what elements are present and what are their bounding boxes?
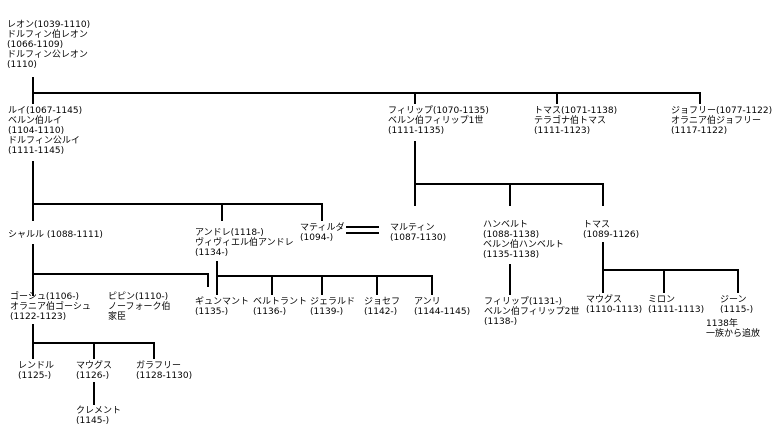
- title: ドルフィン公ルイ: [8, 136, 80, 146]
- dates: (1111-1113): [648, 305, 705, 315]
- note: 一族から追放: [706, 329, 761, 339]
- name: マウグス: [76, 361, 113, 371]
- name: フィリップ(1070-1135): [388, 106, 489, 116]
- title: ドルフィン伯レオン: [7, 30, 88, 40]
- dates: (1144-1145): [414, 307, 471, 317]
- name: ハンベルト: [483, 220, 529, 230]
- title: オラニア伯ゴーシュ: [10, 302, 91, 312]
- dates: (1138-): [484, 317, 518, 327]
- dates: (1139-): [310, 307, 344, 317]
- title: オラニア伯ジョフリー: [671, 116, 762, 126]
- name: ジョセフ: [364, 297, 401, 307]
- name: シャルル (1088-1111): [8, 230, 103, 240]
- name: マルティン: [390, 223, 435, 233]
- title: ベルン伯ハンベルト: [483, 240, 564, 250]
- dates: (1142-): [364, 307, 398, 317]
- dates: (1088-1138): [483, 230, 540, 240]
- person-martin: マルティン (1087-1130): [390, 223, 446, 243]
- dates: (1126-): [76, 371, 110, 381]
- name: トマス: [583, 220, 611, 230]
- name: アンドレ(1118-): [195, 228, 264, 238]
- person-guillaume: ギュンマント (1135-): [195, 297, 249, 317]
- dates: (1110-1113): [586, 305, 643, 315]
- name: ミロン: [648, 295, 676, 305]
- dates: (1115-): [720, 305, 754, 315]
- name: レオン(1039-1110): [7, 20, 91, 30]
- dates: (1094-): [300, 233, 334, 243]
- name: マティルダ: [300, 223, 345, 233]
- person-humbert: ハンベルト (1088-1138) ベルン伯ハンベルト (1135-1138): [483, 220, 564, 260]
- person-thomas: トマス (1089-1126): [583, 220, 639, 240]
- name: クレメント: [76, 406, 122, 416]
- person-geoffrey: ジョフリー(1077-1122) オラニア伯ジョフリー (1117-1122): [671, 106, 772, 136]
- person-louis: ルイ(1067-1145) ベルン伯ルイ (1104-1110) ドルフィン公ル…: [8, 106, 82, 156]
- name: ゴーシュ(1106-): [10, 292, 79, 302]
- dates: (1111-1145): [8, 146, 65, 156]
- person-pepin: ピピン(1110-) ノーフォーク伯 家臣: [108, 292, 170, 322]
- person-charles: シャルル (1088-1111): [8, 230, 103, 240]
- person-philippe: フィリップ(1070-1135) ベルン伯フィリップ1世 (1111-1135): [388, 106, 489, 136]
- name: ルイ(1067-1145): [8, 106, 83, 116]
- dates: (1111-1123): [534, 126, 591, 136]
- person-mauges: マウグス (1126-): [76, 361, 112, 381]
- title: ドルフィン公レオン: [7, 50, 88, 60]
- title: ヴィヴィエル伯アンドレ: [195, 238, 294, 248]
- person-galafre: ガラフリー (1128-1130): [136, 361, 192, 381]
- dates: (1136-): [253, 307, 287, 317]
- dates: (1087-1130): [390, 233, 447, 243]
- title: ベルン伯ルイ: [8, 116, 62, 126]
- dates: (1125-): [18, 371, 52, 381]
- title: ベルン伯フィリップ1世: [388, 116, 484, 126]
- name: ジェラルド: [310, 297, 356, 307]
- person-henri: アンリ (1144-1145): [414, 297, 470, 317]
- dates: (1128-1130): [136, 371, 193, 381]
- dates: (1110): [7, 60, 37, 70]
- person-joseph: ジョセフ (1142-): [364, 297, 400, 317]
- name: アンリ: [414, 297, 441, 307]
- name: ピピン(1110-): [108, 292, 169, 302]
- title: ノーフォーク伯: [108, 302, 171, 312]
- person-mauges-son-of-thomas: マウグス (1110-1113): [586, 295, 642, 315]
- name: ジョフリー(1077-1122): [671, 106, 772, 116]
- dates: (1089-1126): [583, 230, 640, 240]
- dates: (1135-1138): [483, 250, 540, 260]
- person-thomas-terragona: トマス(1071-1138) テラゴナ伯トマス (1111-1123): [534, 106, 617, 136]
- dates: (1134-): [195, 248, 229, 258]
- person-leon: レオン(1039-1110) ドルフィン伯レオン (1066-1109) ドルフ…: [7, 20, 90, 70]
- name: トマス(1071-1138): [534, 106, 618, 116]
- name: フィリップ(1131-): [484, 297, 562, 307]
- title: 家臣: [108, 312, 127, 322]
- name: ギュンマント: [195, 297, 250, 307]
- note: 1138年: [706, 319, 738, 329]
- title: ベルン伯フィリップ2世: [484, 307, 580, 317]
- person-matilda: マティルダ (1094-): [300, 223, 344, 243]
- person-raynald: レンドル (1125-): [18, 361, 54, 381]
- person-philippe-ii: フィリップ(1131-) ベルン伯フィリップ2世 (1138-): [484, 297, 579, 327]
- person-gaucher: ゴーシュ(1106-) オラニア伯ゴーシュ (1122-1123): [10, 292, 91, 322]
- name: レンドル: [18, 361, 55, 371]
- person-milon: ミロン (1111-1113): [648, 295, 704, 315]
- person-clement: クレメント (1145-): [76, 406, 121, 426]
- person-bertrand: ベルトラント (1136-): [253, 297, 307, 317]
- dates: (1117-1122): [671, 126, 728, 136]
- person-gerald: ジェラルド (1139-): [310, 297, 355, 317]
- name: ジーン: [720, 295, 747, 305]
- dates: (1066-1109): [7, 40, 64, 50]
- name: ガラフリー: [136, 361, 182, 371]
- dates: (1135-): [195, 307, 229, 317]
- name: マウグス: [586, 295, 623, 305]
- person-jean: ジーン (1115-) 1138年 一族から追放: [706, 295, 760, 339]
- dates: (1145-): [76, 416, 110, 426]
- dates: (1104-1110): [8, 126, 65, 136]
- name: ベルトラント: [253, 297, 308, 307]
- dates: (1122-1123): [10, 312, 67, 322]
- dates: (1111-1135): [388, 126, 445, 136]
- person-andre: アンドレ(1118-) ヴィヴィエル伯アンドレ (1134-): [195, 228, 294, 258]
- title: テラゴナ伯トマス: [534, 116, 607, 126]
